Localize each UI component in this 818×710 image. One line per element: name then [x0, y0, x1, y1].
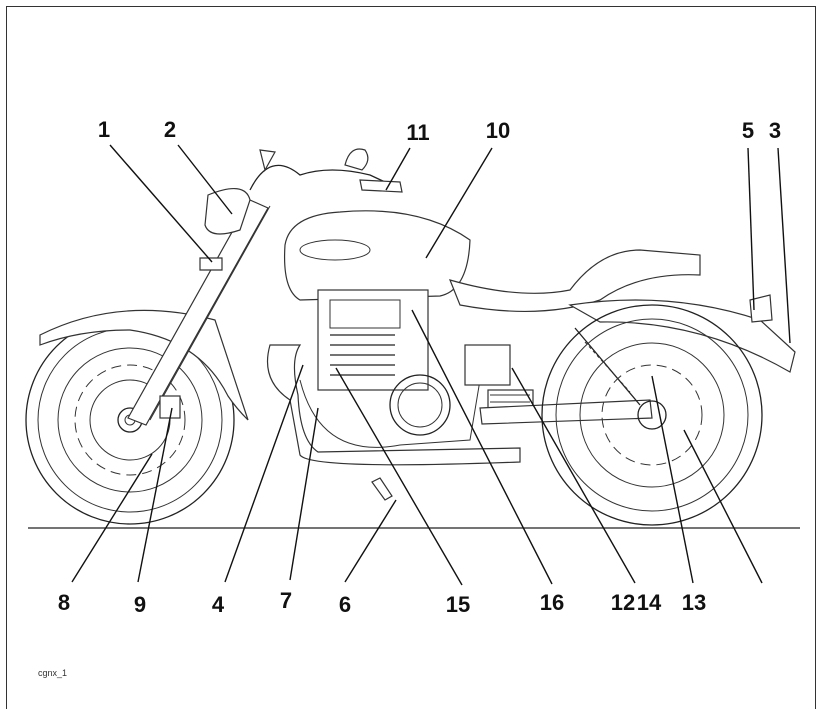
- diagram-frame: [6, 6, 816, 709]
- callout-15: 15: [446, 592, 470, 617]
- headlight: [204, 188, 251, 235]
- callout-13: 13: [682, 590, 706, 615]
- callout-2: 2: [164, 117, 176, 142]
- callout-16: 16: [540, 590, 564, 615]
- engine: [299, 289, 481, 448]
- rear-indicator: [749, 294, 773, 323]
- front-fork: [127, 199, 271, 426]
- callout-5: 5: [742, 118, 754, 143]
- side-stand: [371, 477, 393, 501]
- callout-3: 3: [769, 118, 781, 143]
- mirror: [344, 148, 369, 171]
- callout-12: 12: [611, 590, 635, 615]
- callout-1: 1: [98, 117, 110, 142]
- swingarm: [479, 399, 653, 425]
- exhaust: [266, 344, 521, 466]
- image-code: cgnx_1: [38, 668, 67, 678]
- callout-7: 7: [280, 588, 292, 613]
- fuel-tank: [283, 210, 471, 301]
- callout-9: 9: [134, 592, 146, 617]
- callout-8: 8: [58, 590, 70, 615]
- battery-box: [464, 344, 511, 386]
- callout-11: 11: [406, 120, 429, 145]
- callout-10: 10: [486, 118, 510, 143]
- rear-fender: [568, 299, 796, 373]
- callout-labels: 1 2 11 10 5 3 8 9 4 7 6 15 16 12 14 13: [58, 117, 781, 617]
- callout-4: 4: [212, 592, 225, 617]
- handlebar: [249, 164, 386, 191]
- callout-14: 14: [637, 590, 662, 615]
- rear-shock: [574, 327, 641, 406]
- seat: [448, 249, 701, 313]
- motorcycle-illustration: [25, 148, 796, 526]
- rear-wheel: [541, 304, 763, 526]
- callout-6: 6: [339, 592, 351, 617]
- indicator-front: [199, 257, 223, 271]
- leader-lines: [71, 144, 791, 586]
